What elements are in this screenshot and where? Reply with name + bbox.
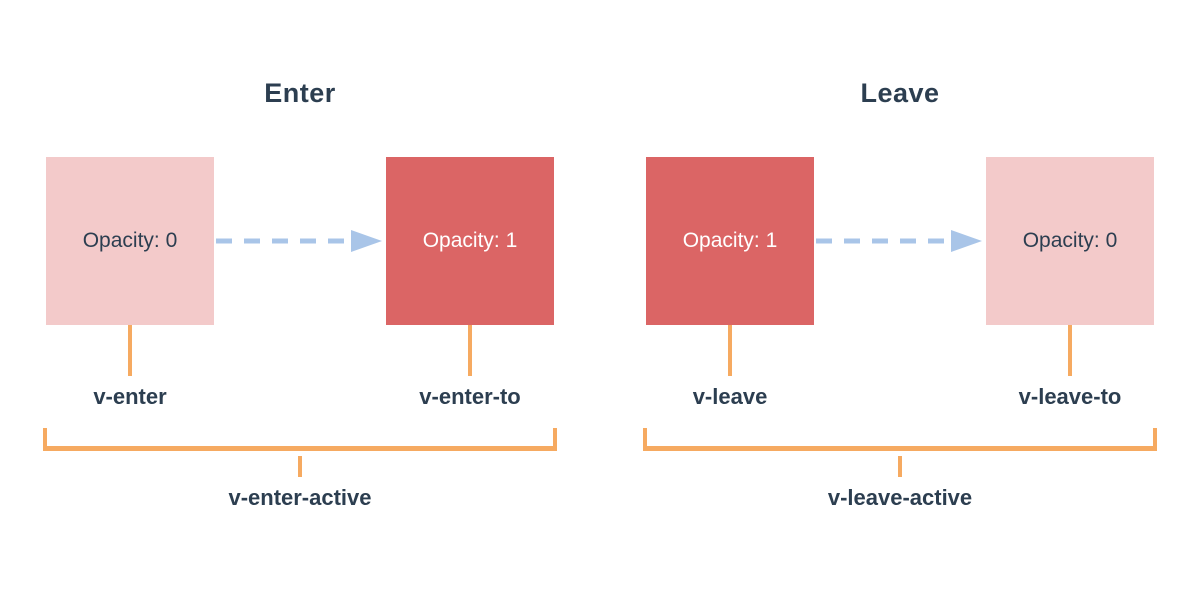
state-box-from-label: Opacity: 0: [82, 229, 178, 252]
panel-enter: Enter Opacity: 0 Opacity: 1 v-enter v-en…: [43, 78, 557, 510]
from-class-label: v-enter: [93, 384, 167, 409]
active-range-bracket: [643, 428, 1157, 451]
panel-title: Enter: [264, 78, 336, 108]
connector-line-to: [1068, 325, 1072, 376]
connector-line-from: [728, 325, 732, 376]
active-range-bracket-stem: [298, 456, 302, 477]
to-class-label: v-leave-to: [1018, 384, 1122, 409]
state-box-to-label: Opacity: 0: [1022, 229, 1118, 252]
active-class-label: v-enter-active: [228, 485, 372, 510]
state-box-from: Opacity: 1: [646, 157, 814, 325]
state-box-from: Opacity: 0: [46, 157, 214, 325]
active-class-label: v-leave-active: [827, 485, 973, 510]
state-box-to-label: Opacity: 1: [422, 229, 518, 252]
active-range-bracket-stem: [898, 456, 902, 477]
connector-line-from: [128, 325, 132, 376]
state-box-to: Opacity: 1: [386, 157, 554, 325]
panel-leave: Leave Opacity: 1 Opacity: 0 v-leave v-le…: [600, 0, 1200, 600]
state-box-from-label: Opacity: 1: [682, 229, 778, 252]
connector-line-to: [468, 325, 472, 376]
from-class-label: v-leave: [692, 384, 768, 409]
state-box-to: Opacity: 0: [986, 157, 1154, 325]
transition-arrow-icon: [216, 230, 382, 252]
panel-title: Leave: [860, 78, 940, 108]
transition-arrow-icon: [816, 230, 982, 252]
active-range-bracket: [43, 428, 557, 451]
to-class-label: v-enter-to: [419, 384, 521, 409]
